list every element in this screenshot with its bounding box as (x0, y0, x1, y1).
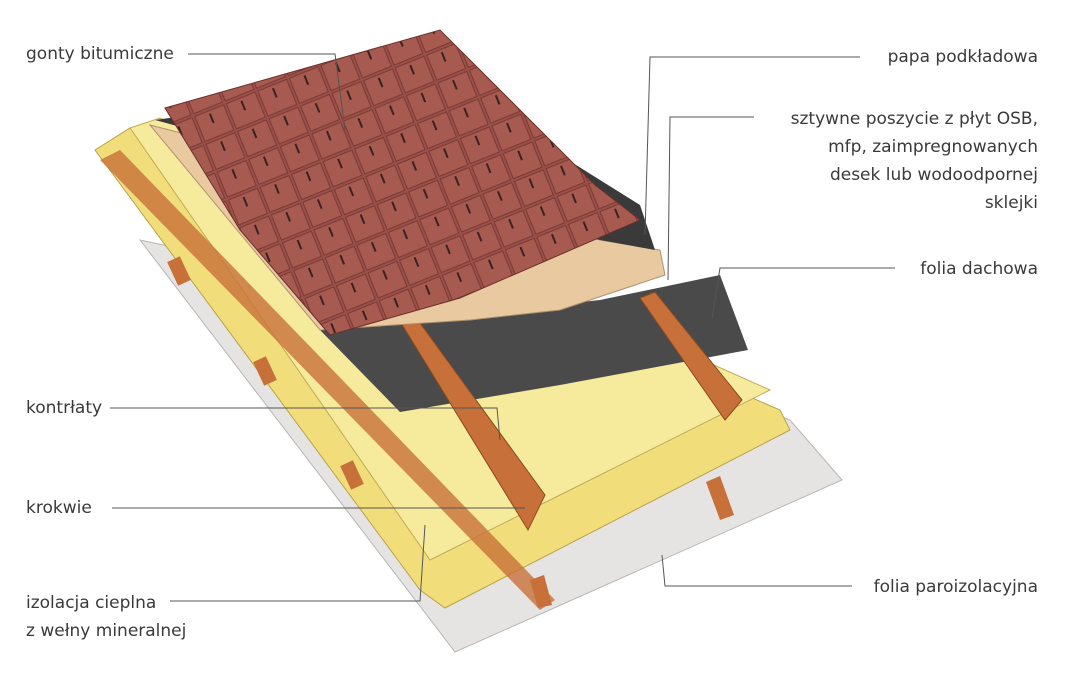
rafter-end (706, 476, 734, 520)
label-krokwie: krokwie (26, 498, 92, 518)
batten-block (340, 460, 364, 490)
label-kontrlaty: kontrłaty (26, 398, 103, 418)
label-line: mfp, zaimpregnowanych (828, 137, 1038, 157)
label-line: desek lub wodoodpornej (829, 165, 1038, 185)
batten-block (253, 356, 277, 386)
roof-foil-layer (320, 275, 748, 412)
label-line: izolacja cieplna (26, 593, 157, 613)
label-sztywne-poszycie: sztywne poszycie z płyt OSB, mfp, zaimpr… (791, 105, 1038, 217)
label-line: z wełny mineralnej (26, 621, 187, 641)
label-line: sklejki (984, 193, 1038, 213)
rafter (639, 291, 743, 421)
shingles-layer (164, 29, 641, 336)
leader-lines (110, 53, 895, 602)
label-folia-dachowa: folia dachowa (920, 259, 1038, 279)
batten-block (167, 256, 191, 286)
label-izolacja-cieplna: izolacja cieplna z wełny mineralnej (26, 589, 186, 645)
label-gonty-bitumiczne: gonty bitumiczne (26, 44, 174, 64)
counter-batten (100, 150, 555, 610)
rafter-end (530, 575, 552, 608)
label-papa-podkladowa: papa podkładowa (887, 47, 1038, 67)
label-line: sztywne poszycie z płyt OSB, (790, 109, 1038, 129)
label-folia-paroizolacyjna: folia paroizolacyjna (873, 577, 1038, 597)
